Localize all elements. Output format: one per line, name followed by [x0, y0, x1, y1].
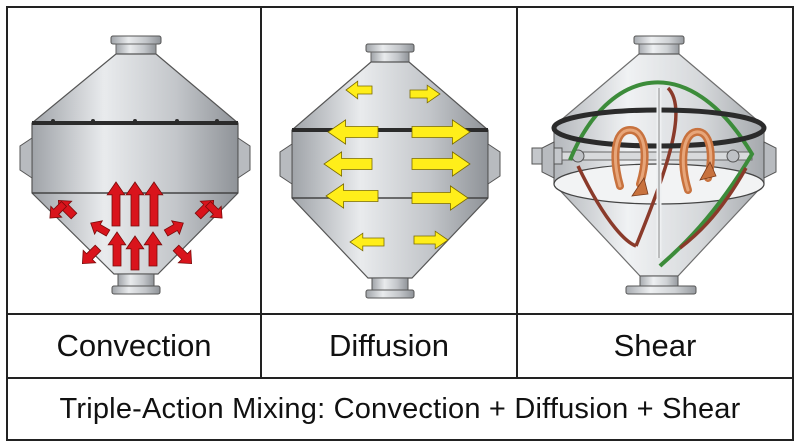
red-arrow-icon [106, 181, 126, 227]
red-arrow-icon [125, 181, 145, 227]
red-arrow-icon [81, 244, 102, 265]
red-arrow-icon [163, 220, 184, 237]
diffusion-vessel-icon [279, 43, 501, 299]
footer-caption: Triple-Action Mixing: Convection + Diffu… [8, 377, 792, 439]
yellow-arrow-icon [327, 119, 379, 145]
red-arrow-icon [125, 235, 145, 271]
yellow-arrow-icon [413, 230, 449, 250]
diffusion-panel [262, 8, 518, 313]
diagram-frame: Convection Diffusion Shear Triple-Action… [6, 6, 794, 441]
yellow-arrow-icon [323, 151, 373, 177]
red-arrow-icon [107, 231, 127, 267]
yellow-arrow-icon [325, 183, 379, 209]
yellow-arrow-icon [349, 232, 385, 252]
shear-panel [518, 8, 792, 313]
red-arrow-icon [90, 220, 111, 237]
red-arrow-icon [204, 200, 223, 219]
convection-vessel-icon [19, 35, 251, 295]
yellow-arrow-icon [411, 119, 471, 145]
convection-panel [8, 8, 262, 313]
label-diffusion: Diffusion [262, 313, 518, 377]
spiral-arrow-icon [611, 125, 717, 197]
red-arrow-icon [49, 200, 68, 219]
yellow-arrow-icon [345, 80, 373, 100]
red-arrow-icon [172, 244, 193, 265]
label-shear: Shear [518, 313, 792, 377]
red-arrow-icon [143, 231, 163, 267]
label-convection: Convection [8, 313, 262, 377]
yellow-arrow-icon [411, 185, 469, 211]
shear-vessel-icon [531, 35, 777, 295]
red-arrow-icon [144, 181, 164, 227]
yellow-arrow-icon [409, 84, 441, 104]
yellow-arrow-icon [411, 151, 471, 177]
